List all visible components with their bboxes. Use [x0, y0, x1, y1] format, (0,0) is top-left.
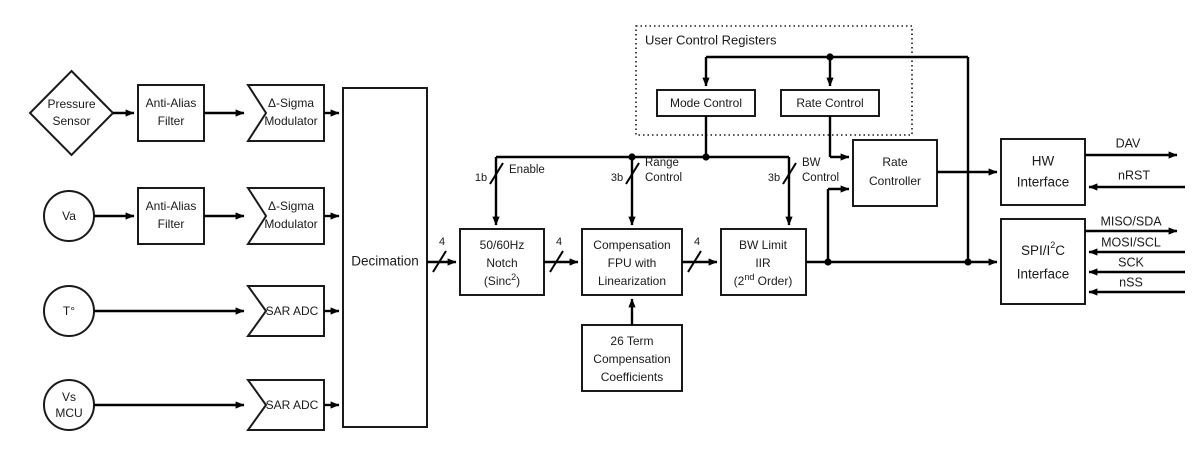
compensation-fpu-line2: FPU with — [608, 256, 657, 270]
bw-control-bits-label: 3b — [768, 172, 780, 184]
va-source-label: Va — [62, 209, 76, 223]
junction-mode-control — [702, 153, 710, 161]
range-control-bits-label: 3b — [611, 172, 623, 184]
delta-sigma-modulator-2-line2: Modulator — [264, 217, 317, 231]
bw-control-label-line1: BW — [802, 157, 821, 169]
range-control-label-line2: Control — [645, 172, 682, 184]
user-control-registers-box — [635, 25, 913, 136]
mode-control-label: Mode Control — [670, 96, 742, 110]
notch-filter-block — [459, 228, 545, 296]
hw-interface-line1: HW — [1032, 154, 1055, 169]
compensation-coefficients-block — [581, 324, 683, 392]
enable-slash — [489, 162, 504, 185]
mode-control-block — [656, 89, 756, 117]
delta-sigma-modulator-2 — [246, 187, 325, 245]
notch-line3-post: ) — [516, 274, 520, 288]
decimation-label: Decimation — [351, 254, 419, 269]
fpu-out-width-label: 4 — [694, 236, 700, 248]
sar-adc-1-label: SAR ADC — [266, 304, 319, 318]
coefficients-line1: 26 Term — [610, 334, 653, 348]
bw-limit-line3: (2nd Order) — [734, 272, 793, 288]
bw-limit-line1: BW Limit — [739, 238, 788, 252]
bw-limit-iir-block — [720, 228, 807, 296]
rate-controller-block — [852, 139, 938, 207]
spi-line1-pre: SPI/I — [1021, 243, 1050, 258]
decimation-block — [342, 87, 428, 428]
enable-bits-label: 1b — [475, 172, 487, 184]
spi-i2c-interface-line1: SPI/I2C — [1021, 240, 1065, 257]
notch-filter-line3: (Sinc2) — [484, 272, 520, 288]
bw-line3-sup: nd — [744, 272, 754, 282]
range-control-label-line1: Range — [645, 157, 679, 169]
spi-i2c-interface-line2: Interface — [1017, 267, 1070, 282]
junction-spi-bus — [964, 258, 972, 266]
nss-signal-label: nSS — [1119, 275, 1143, 289]
bus-slash-2 — [549, 250, 564, 273]
bw-control-label-line2: Control — [802, 172, 839, 184]
notch-filter-line1: 50/60Hz — [480, 238, 525, 252]
coefficients-line3: Coefficients — [601, 370, 663, 384]
pressure-sensor-label-line2: Sensor — [52, 114, 90, 128]
rate-controller-line2: Controller — [869, 174, 921, 188]
notch-line3-sup: 2 — [511, 272, 516, 282]
anti-alias-filter-2-line1: Anti-Alias — [146, 199, 197, 213]
bw-line3-post: Order) — [754, 274, 792, 288]
anti-alias-filter-1-line2: Filter — [158, 114, 185, 128]
notch-line3-pre: (Sinc — [484, 274, 511, 288]
user-control-registers-label: User Control Registers — [645, 32, 777, 47]
spi-line1-post: C — [1055, 243, 1065, 258]
temperature-source-label: T° — [63, 304, 75, 318]
anti-alias-filter-2-line2: Filter — [158, 217, 185, 231]
hw-interface-line2: Interface — [1017, 175, 1070, 190]
anti-alias-filter-1-line1: Anti-Alias — [146, 96, 197, 110]
delta-sigma-modulator-2-line1: Δ-Sigma — [268, 199, 314, 213]
bw-limit-line2: IIR — [755, 256, 771, 270]
rate-controller-line1: Rate — [882, 155, 908, 169]
vs-mcu-label-line2: MCU — [55, 406, 82, 420]
decimation-out-width-label: 4 — [439, 236, 445, 248]
spi-line1-sup: 2 — [1050, 240, 1055, 250]
vs-mcu-label-line1: Vs — [62, 390, 76, 404]
notch-out-width-label: 4 — [556, 236, 562, 248]
miso-sda-signal-label: MISO/SDA — [1100, 214, 1162, 228]
compensation-fpu-line3: Linearization — [598, 274, 666, 288]
spi-i2c-interface-block — [1000, 218, 1086, 305]
sck-signal-label: SCK — [1118, 255, 1144, 269]
compensation-fpu-block — [581, 228, 683, 296]
enable-label: Enable — [509, 164, 545, 176]
dav-signal-label: DAV — [1116, 136, 1141, 150]
delta-sigma-modulator-1 — [246, 84, 325, 142]
delta-sigma-modulator-1-line2: Modulator — [264, 114, 317, 128]
vs-mcu-source-shape — [43, 379, 95, 431]
pressure-sensor-label-line1: Pressure — [47, 97, 95, 111]
mosi-scl-signal-label: MOSI/SCL — [1101, 235, 1161, 249]
anti-alias-filter-2 — [137, 187, 205, 245]
nrst-signal-label: nRST — [1118, 168, 1150, 182]
coefficients-line2: Compensation — [593, 352, 670, 366]
bw-line3-pre: (2 — [734, 274, 745, 288]
range-control-slash — [625, 162, 640, 185]
sar-adc-2 — [246, 379, 325, 431]
bus-slash-3 — [687, 250, 702, 273]
anti-alias-filter-1 — [137, 84, 205, 142]
rate-control-label: Rate Control — [796, 96, 863, 110]
pressure-sensor-shape — [28, 69, 115, 157]
delta-sigma-modulator-1-line1: Δ-Sigma — [268, 96, 314, 110]
notch-filter-line2: Notch — [486, 256, 517, 270]
sar-adc-2-label: SAR ADC — [266, 398, 319, 412]
sar-adc-1 — [246, 285, 325, 337]
hw-interface-block — [1000, 138, 1086, 206]
compensation-fpu-line1: Compensation — [593, 238, 670, 252]
bw-control-slash — [782, 162, 797, 185]
bus-slash-1 — [432, 250, 447, 273]
